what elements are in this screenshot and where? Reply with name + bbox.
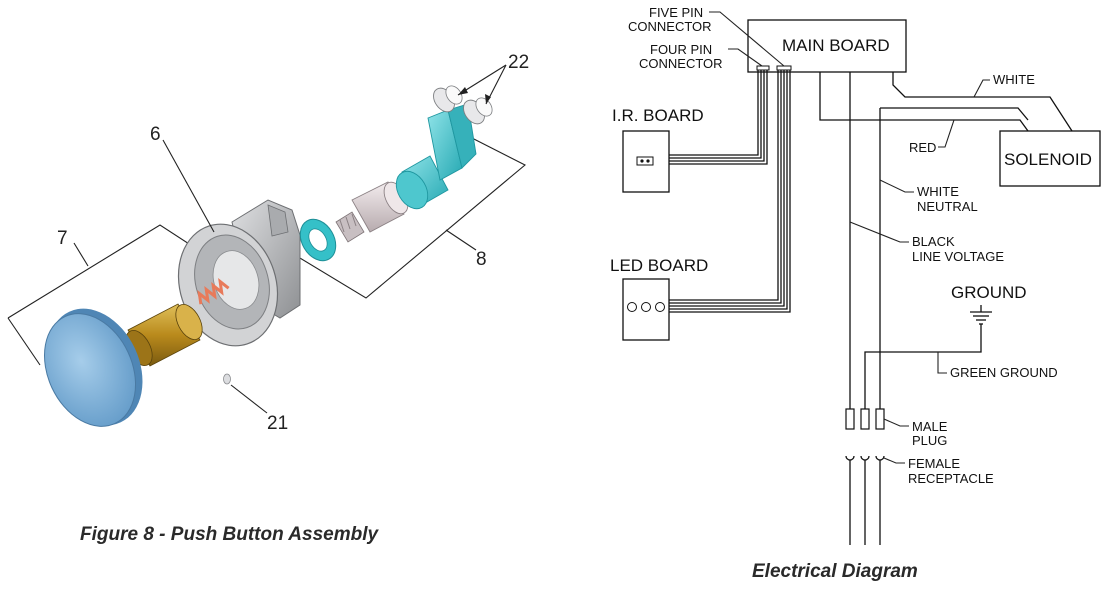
led-3-icon xyxy=(655,302,665,312)
led-1-icon xyxy=(627,302,637,312)
male-plug-icon xyxy=(845,408,885,430)
elbow-fitting-part xyxy=(395,103,477,210)
bracket-7-side xyxy=(7,317,41,366)
leader-8 xyxy=(445,229,477,251)
ir-sensor-icon xyxy=(636,156,654,166)
callout-8: 8 xyxy=(476,249,487,270)
solenoid-label: SOLENOID xyxy=(1004,150,1092,169)
main-board-label: MAIN BOARD xyxy=(782,36,890,55)
white-label: WHITE xyxy=(993,72,1035,87)
electrical-diagram: MAIN BOARD FIVE PIN CONNECTOR FOUR PIN C… xyxy=(610,5,1101,582)
screw-part xyxy=(223,373,231,385)
ir-board-label: I.R. BOARD xyxy=(612,106,704,125)
leader-7 xyxy=(73,242,89,267)
male-plug-label-2: PLUG xyxy=(912,433,947,448)
callout-6: 6 xyxy=(150,124,161,145)
red-label: RED xyxy=(909,140,936,155)
male-plug-leader xyxy=(883,418,909,427)
leader-21 xyxy=(230,384,268,414)
button-cap-part xyxy=(43,308,143,427)
main-board-box xyxy=(747,19,907,73)
led-board-label: LED BOARD xyxy=(610,256,708,275)
five-pin-leader xyxy=(709,11,785,67)
led-harness xyxy=(669,70,791,313)
electrical-caption: Electrical Diagram xyxy=(752,561,918,582)
four-pin-label-2: CONNECTOR xyxy=(639,56,723,71)
housing-part xyxy=(177,199,301,347)
five-pin-label-2: CONNECTOR xyxy=(628,19,712,34)
white-neutral-label-1: WHITE xyxy=(917,184,959,199)
led-2-icon xyxy=(641,302,651,312)
green-ground-label: GREEN GROUND xyxy=(950,365,1058,380)
ground-label: GROUND xyxy=(951,283,1027,302)
female-receptacle-label-1: FEMALE xyxy=(908,456,960,471)
four-pin-leader xyxy=(728,48,763,67)
callout-21: 21 xyxy=(267,413,288,434)
ir-harness xyxy=(669,70,768,165)
bracket-7 xyxy=(7,224,207,319)
solenoid-box xyxy=(999,130,1101,187)
black-leader xyxy=(849,221,909,243)
male-plug-label-1: MALE xyxy=(912,419,948,434)
five-pin-label-1: FIVE PIN xyxy=(649,5,703,20)
four-pin-connector xyxy=(756,65,770,71)
white-leader xyxy=(973,79,990,98)
female-receptacle-leader xyxy=(883,457,905,464)
black-label-2: LINE VOLTAGE xyxy=(912,249,1004,264)
female-receptacle-icon xyxy=(845,455,885,545)
callout-22: 22 xyxy=(508,52,529,73)
ground-symbol-icon xyxy=(970,305,992,325)
five-pin-connector xyxy=(776,65,792,71)
red-wire xyxy=(819,72,1029,132)
o-ring-part xyxy=(299,218,337,262)
four-pin-label-1: FOUR PIN xyxy=(650,42,712,57)
green-ground-leader xyxy=(937,352,947,374)
bushing-part xyxy=(125,303,203,367)
spring-part xyxy=(197,278,230,305)
white-neutral-label-2: NEUTRAL xyxy=(917,199,978,214)
bracket-8 xyxy=(289,135,526,299)
white-neutral-leader xyxy=(879,179,914,193)
assembly-caption: Figure 8 - Push Button Assembly xyxy=(80,524,379,545)
leader-6 xyxy=(162,139,215,233)
arrowhead-22a xyxy=(458,87,468,95)
push-in-fittings-part xyxy=(433,85,493,125)
black-label-1: BLACK xyxy=(912,234,955,249)
callout-7: 7 xyxy=(57,228,68,249)
female-receptacle-label-2: RECEPTACLE xyxy=(908,471,994,486)
white-wire xyxy=(892,72,1073,132)
push-button-assembly: 6 7 8 21 22 Figure 8 - Push Button Assem… xyxy=(7,52,529,545)
red-leader xyxy=(938,119,955,148)
arrowhead-22b xyxy=(485,94,491,104)
green-ground-wire xyxy=(864,324,982,409)
